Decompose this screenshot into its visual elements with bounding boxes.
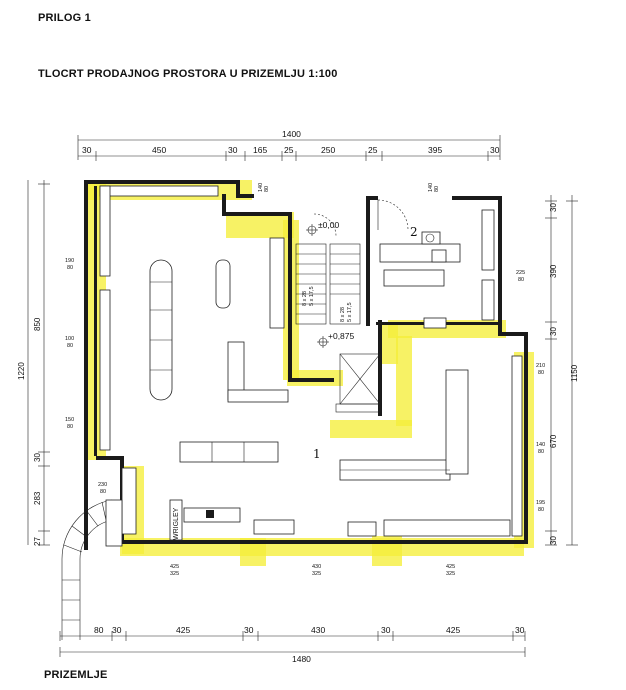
top-dim-4: 25 — [284, 145, 294, 155]
top-dim-6: 25 — [368, 145, 378, 155]
right-window-4-w: 195 — [536, 500, 545, 506]
left-dimension-chain: 1220 850 30 283 27 — [17, 180, 50, 546]
stair-lower-landing — [335, 353, 381, 413]
level-0-label: ±0,00 — [318, 220, 339, 230]
document-title: PRILOG 1 — [38, 12, 91, 24]
bottom-window-2-h: 325 — [312, 571, 321, 577]
top-dim-0: 30 — [82, 145, 92, 155]
plan-footer-label: PRIZEMLJE — [44, 669, 108, 681]
bottom-dim-80: 80 — [94, 625, 104, 635]
bottom-dim-30b: 30 — [244, 625, 254, 635]
bottom-window-3-h: 325 — [446, 571, 455, 577]
left-window-4-w: 230 — [98, 482, 107, 488]
left-window-1-w: 190 — [65, 258, 74, 264]
top-dim-8: 30 — [490, 145, 500, 155]
bottom-dim-425b: 425 — [446, 625, 460, 635]
left-window-3-w: 150 — [65, 417, 74, 423]
top-dimension-chain: 1400 30 450 30 165 25 250 25 395 30 — [77, 129, 501, 161]
right-dimension-chain: 30 390 30 670 30 1150 — [545, 195, 579, 546]
bottom-dim-30c: 30 — [381, 625, 391, 635]
opening-dimensions: 190 80 100 80 150 80 230 80 225 80 210 8… — [65, 183, 545, 577]
plan-subtitle: TLOCRT PRODAJNOG PROSTORA U PRIZEMLJU 1:… — [38, 68, 338, 80]
right-window-4-h: 80 — [538, 507, 544, 513]
top-window-2-w: 140 — [428, 183, 434, 192]
right-dim-390: 390 — [549, 264, 558, 278]
stair-upper — [295, 243, 361, 325]
top-total-dim: 1400 — [282, 129, 301, 139]
level-875-label: +0,875 — [328, 331, 355, 341]
left-window-2-h: 80 — [67, 343, 73, 349]
top-dim-2: 30 — [228, 145, 238, 155]
spiral-staircase — [61, 499, 123, 640]
left-window-1-h: 80 — [67, 265, 73, 271]
right-window-1-w: 225 — [516, 270, 525, 276]
right-window-3-h: 80 — [538, 449, 544, 455]
bottom-dimension-chain: 80 30 425 30 430 30 425 30 1480 — [59, 625, 526, 664]
right-dim-30a: 30 — [549, 203, 558, 212]
left-outer-dim: 1220 — [17, 362, 26, 380]
bottom-dim-30a: 30 — [112, 625, 122, 635]
room-1-label: 1 — [313, 447, 321, 461]
right-window-1-h: 80 — [518, 277, 524, 283]
bottom-dim-30d: 30 — [515, 625, 525, 635]
left-dim-283: 283 — [33, 491, 42, 505]
shelving-units — [99, 185, 523, 541]
bottom-window-2-w: 430 — [312, 564, 321, 570]
right-dim-670: 670 — [549, 434, 558, 448]
right-window-2-w: 210 — [536, 363, 545, 369]
top-window-1-w: 140 — [258, 183, 264, 192]
left-window-4-h: 80 — [100, 489, 106, 495]
right-window-3-w: 140 — [536, 442, 545, 448]
top-window-1-h: 80 — [264, 186, 270, 192]
bottom-dim-430: 430 — [311, 625, 325, 635]
stair-2-spec: 8 x 285 x 17,5 — [340, 302, 353, 322]
right-window-2-h: 80 — [538, 370, 544, 376]
top-window-2-h: 80 — [434, 186, 440, 192]
right-dim-30c: 30 — [549, 536, 558, 545]
top-dim-7: 395 — [428, 145, 442, 155]
bottom-total-dim: 1480 — [292, 654, 311, 664]
top-dim-3: 165 — [253, 145, 267, 155]
bottom-window-1-w: 425 — [170, 564, 179, 570]
stair-1-spec: 8 x 285 x 17,5 — [302, 286, 315, 306]
left-dim-30: 30 — [33, 453, 42, 462]
left-window-3-h: 80 — [67, 424, 73, 430]
room-2-label: 2 — [410, 225, 418, 239]
left-dim-27: 27 — [33, 537, 42, 546]
bottom-dim-425a: 425 — [176, 625, 190, 635]
right-dim-30b: 30 — [549, 327, 558, 336]
top-dim-1: 450 — [152, 145, 166, 155]
right-outer-dim: 1150 — [570, 364, 579, 382]
left-dim-850: 850 — [33, 317, 42, 331]
bottom-window-1-h: 325 — [170, 571, 179, 577]
level-marker-0: ±0,00 — [306, 220, 339, 236]
level-marker-875: +0,875 — [317, 331, 355, 348]
office-furniture — [421, 231, 447, 263]
left-window-2-w: 100 — [65, 336, 74, 342]
wrigley-label: WRIGLEY — [173, 507, 180, 540]
bottom-window-3-w: 425 — [446, 564, 455, 570]
top-dim-5: 250 — [321, 145, 335, 155]
door-swings — [313, 199, 409, 237]
